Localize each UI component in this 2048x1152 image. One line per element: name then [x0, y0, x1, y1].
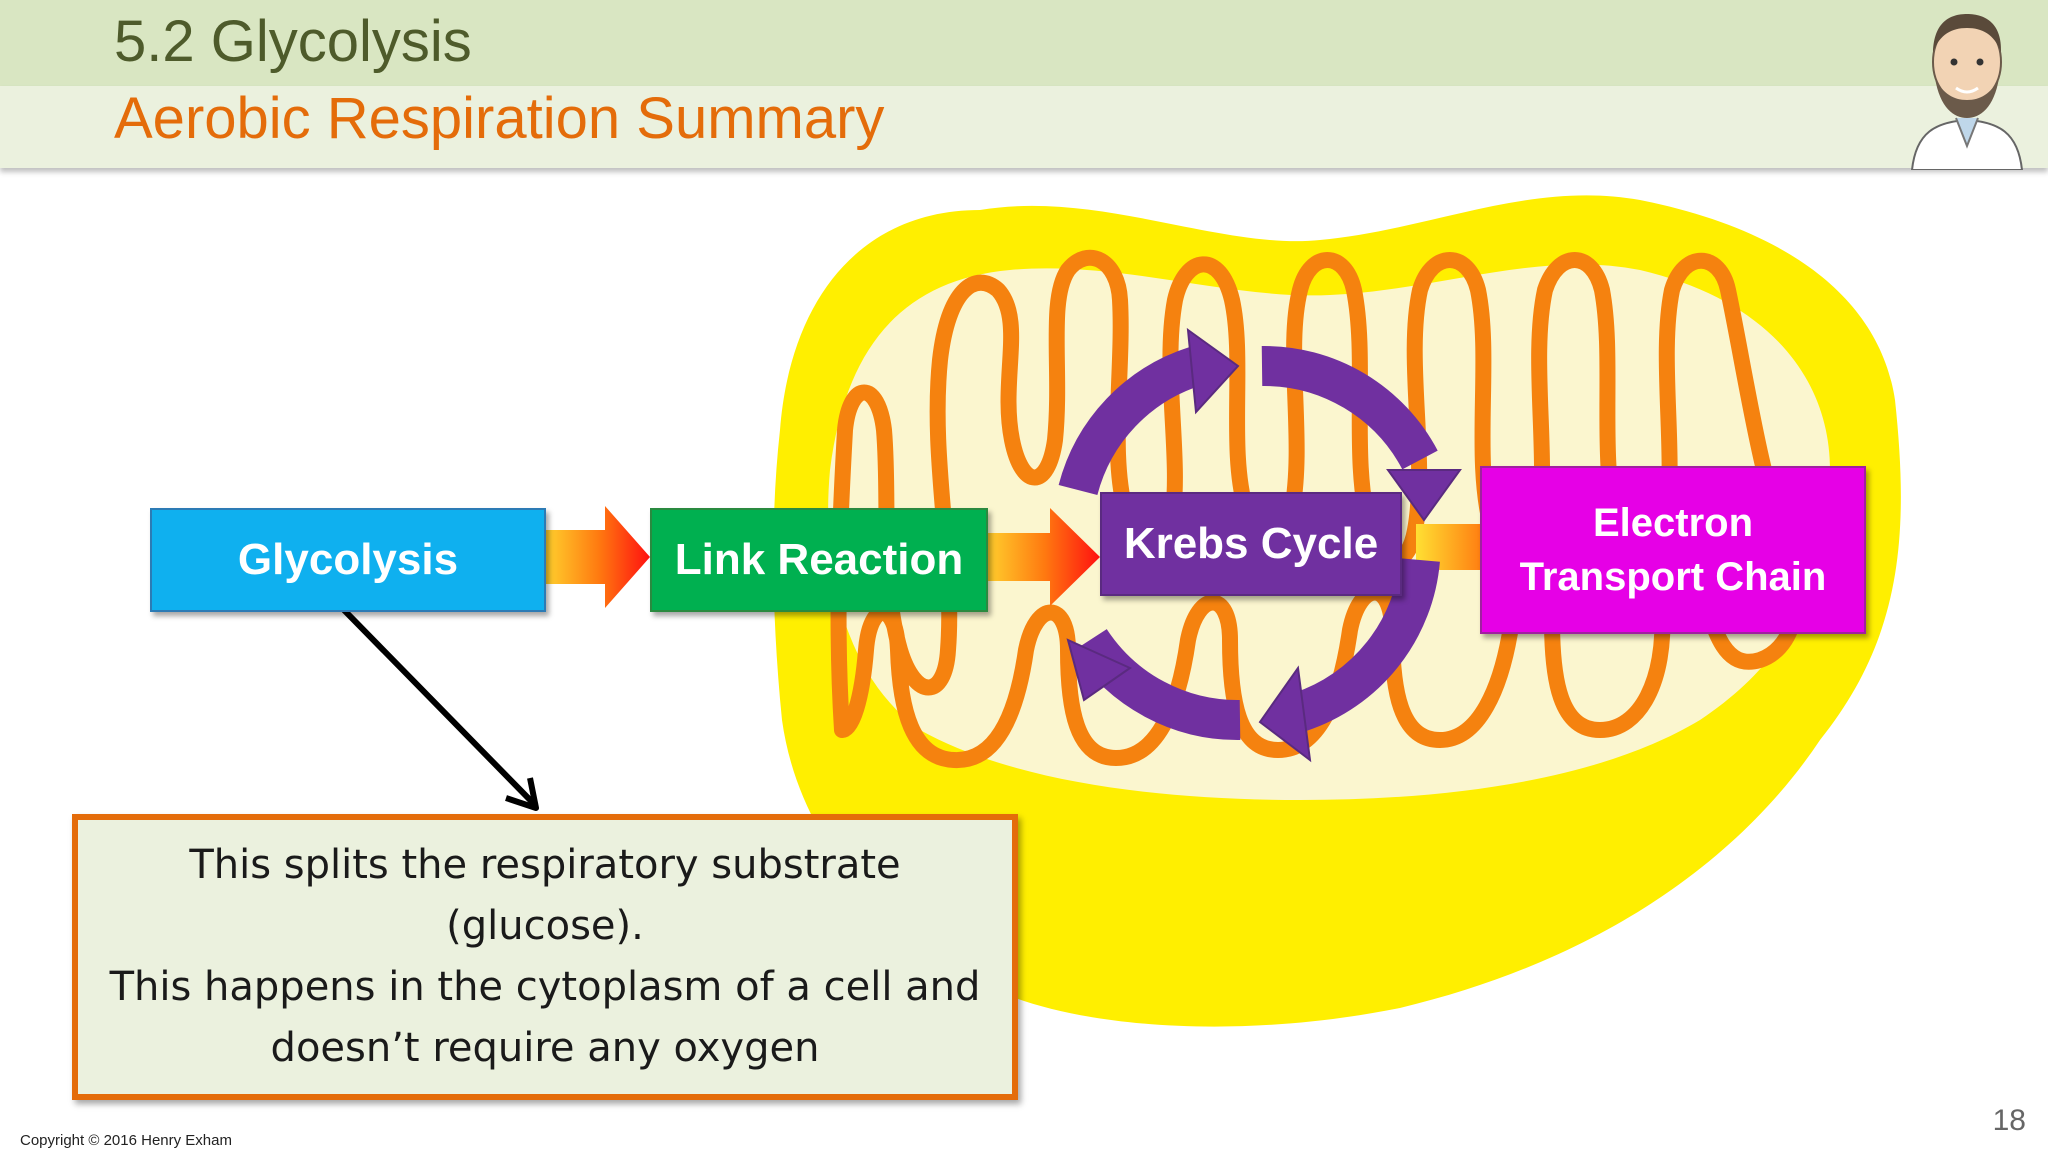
slide-subtitle: Aerobic Respiration Summary: [114, 86, 885, 151]
krebs-cycle-label: Krebs Cycle: [1123, 519, 1379, 568]
presenter-avatar: [1910, 14, 2024, 170]
link-reaction-label: Link Reaction: [674, 535, 964, 584]
info-line-3: This happens in the cytoplasm of a cell …: [109, 964, 981, 1010]
krebs-cycle-arrowheads: [1066, 327, 1462, 763]
header-subtitle-band: [0, 86, 2048, 168]
glycolysis-box: Glycolysis: [150, 508, 546, 612]
slide-number: 18: [1992, 1104, 2026, 1137]
info-line-4: doesn’t require any oxygen: [270, 1025, 820, 1071]
glycolysis-label: Glycolysis: [237, 535, 459, 584]
link-reaction-box: Link Reaction: [650, 508, 988, 612]
info-text: This splits the respiratory substrate (g…: [85, 835, 1005, 1079]
connector-line: [341, 607, 539, 809]
arrow-link-to-krebs: [976, 508, 1100, 606]
arrow-glycolysis-to-link: [536, 506, 650, 608]
info-box: This splits the respiratory substrate (g…: [72, 814, 1018, 1100]
info-line-1: This splits the respiratory substrate: [189, 842, 901, 888]
etc-label-line1: Electron: [1592, 501, 1754, 545]
header-title-band: [0, 0, 2048, 86]
slide-title: 5.2 Glycolysis: [114, 9, 472, 74]
connector-arrowhead: [505, 777, 539, 811]
krebs-cycle-box: Krebs Cycle: [1100, 492, 1402, 596]
electron-transport-chain-box: Electron Transport Chain: [1480, 466, 1866, 634]
cristae: [830, 249, 1804, 769]
etc-label-line2: Transport Chain: [1519, 555, 1827, 599]
info-line-2: (glucose).: [446, 903, 644, 949]
copyright-notice: Copyright © 2016 Henry Exham: [20, 1132, 232, 1149]
